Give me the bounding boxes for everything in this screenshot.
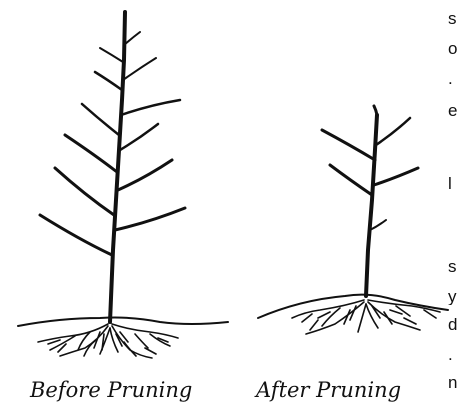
branch-before-l3 bbox=[65, 135, 117, 172]
branch-before-r4 bbox=[121, 100, 180, 115]
edge-text-fragment: . bbox=[448, 70, 460, 87]
tree-after-pruning bbox=[258, 106, 448, 334]
branch-before-r3 bbox=[120, 124, 158, 150]
edge-text-fragment: s bbox=[448, 10, 460, 27]
branch-after-l2 bbox=[322, 130, 375, 160]
edge-text-fragment: o bbox=[448, 40, 460, 57]
edge-text-fragment: l bbox=[448, 175, 460, 192]
ground-line-before bbox=[18, 318, 228, 327]
branch-after-top bbox=[374, 106, 377, 115]
branch-before-r2 bbox=[118, 160, 172, 190]
edge-text-fragment: y bbox=[448, 288, 460, 305]
branch-after-rstub bbox=[370, 220, 386, 230]
branch-after-r1 bbox=[374, 168, 418, 185]
trunk-after bbox=[366, 115, 377, 296]
edge-text-fragment: d bbox=[448, 316, 460, 333]
branch-before-l1 bbox=[40, 215, 112, 255]
branch-before-r1 bbox=[115, 208, 185, 230]
edge-text-fragment: s bbox=[448, 258, 460, 275]
branch-before-l2 bbox=[55, 168, 114, 215]
branch-before-l5 bbox=[95, 72, 122, 90]
caption-after-pruning: After Pruning bbox=[256, 378, 401, 402]
edge-text-fragment: n bbox=[448, 374, 460, 391]
edge-text-fragment: . bbox=[448, 346, 460, 363]
branch-before-l6 bbox=[100, 48, 123, 62]
caption-before-pruning: Before Pruning bbox=[30, 378, 192, 402]
roots-before bbox=[38, 324, 178, 358]
branch-after-l1 bbox=[330, 165, 372, 195]
edge-text-fragment: e bbox=[448, 102, 460, 119]
branch-before-l4 bbox=[82, 104, 119, 135]
branch-before-r5 bbox=[123, 58, 156, 80]
tree-before-pruning bbox=[18, 12, 228, 358]
branch-after-r2 bbox=[376, 118, 410, 145]
